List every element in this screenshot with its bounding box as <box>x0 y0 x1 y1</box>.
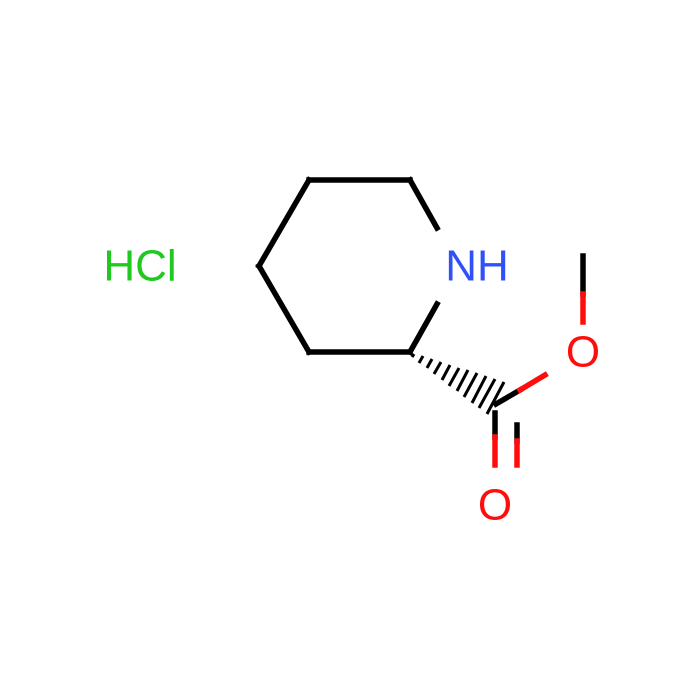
nitrogen-label: NH <box>445 242 509 291</box>
hcl-label: HCl <box>103 242 176 291</box>
carbonyl-oxygen-label: O <box>478 481 512 530</box>
bond-c3-n <box>406 176 441 232</box>
ester-oxygen-label: O <box>566 328 600 377</box>
bond-c-o-single-black <box>492 386 524 408</box>
bond-c-o-single-red <box>516 371 549 394</box>
bond-c4-c5 <box>255 176 313 270</box>
bond-n-c2 <box>406 300 441 356</box>
hashed-wedge-bond <box>410 353 506 415</box>
bond-c5-c6 <box>255 262 313 356</box>
